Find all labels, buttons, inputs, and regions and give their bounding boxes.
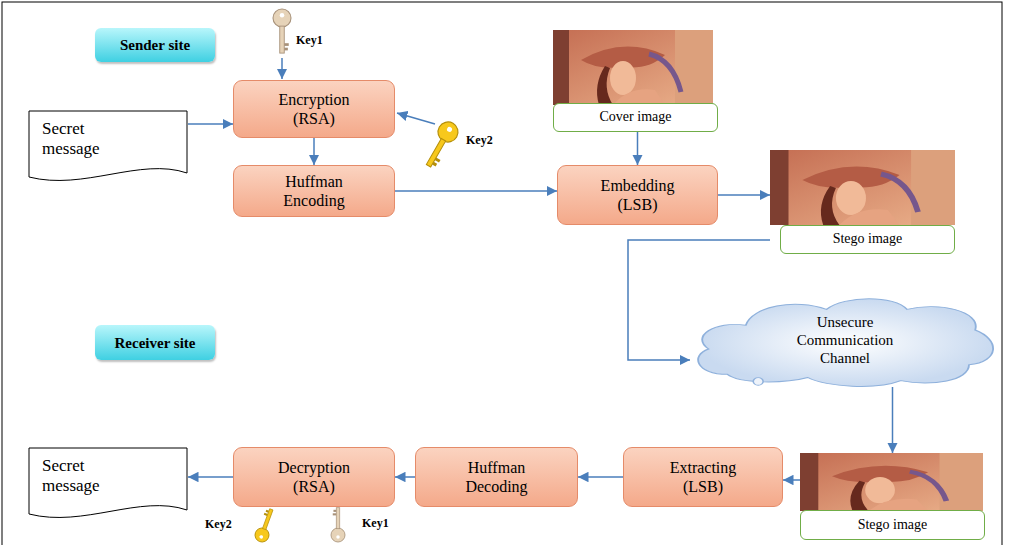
node-text: Cover image xyxy=(600,109,672,126)
cloud-outline-path xyxy=(698,299,993,387)
cloud-puff xyxy=(753,378,763,386)
stego-picture xyxy=(800,453,983,511)
site-badge: Sender site xyxy=(95,28,215,62)
site-badge: Receiver site xyxy=(95,325,215,360)
image-caption: Stego image xyxy=(800,510,985,540)
image-node: Stego image xyxy=(770,150,955,253)
frame xyxy=(2,2,1002,545)
key-icon xyxy=(420,118,462,170)
process-box: Huffman Encoding xyxy=(233,165,395,217)
image-node: Cover image xyxy=(553,30,718,130)
process-box: Huffman Decoding xyxy=(415,447,578,507)
flow-arrow xyxy=(718,194,770,196)
node-text: Stego image xyxy=(833,231,903,248)
document-outline-path xyxy=(29,111,187,180)
key-icon xyxy=(253,507,278,544)
node-text: Encryption (RSA) xyxy=(264,90,364,128)
flow-arrow xyxy=(188,476,233,478)
node-text: Secret message xyxy=(42,456,120,497)
process-box: Encryption (RSA) xyxy=(233,80,395,138)
key-icon xyxy=(331,508,345,542)
flow-arrow xyxy=(313,138,315,165)
node-text: Sender site xyxy=(120,36,190,54)
node-text: Embedding (LSB) xyxy=(588,176,688,214)
process-box: Decryption (RSA) xyxy=(233,447,395,507)
stego-picture xyxy=(770,150,955,225)
node-text: Decryption (RSA) xyxy=(264,458,364,496)
flow-arrow xyxy=(892,387,894,453)
key-label: Key1 xyxy=(296,33,323,48)
flow-arrow xyxy=(395,190,557,192)
node-text: Receiver site xyxy=(115,334,196,352)
process-box: Extracting (LSB) xyxy=(623,447,783,507)
node-text: Huffman Decoding xyxy=(447,458,547,496)
process-box: Embedding (LSB) xyxy=(557,165,718,225)
node-text: Huffman Encoding xyxy=(264,172,364,210)
flow-arrow xyxy=(637,130,639,165)
node-text: Secret message xyxy=(42,119,120,160)
flow-arrow xyxy=(395,476,415,478)
node-text: Stego image xyxy=(858,517,928,534)
node-text: Unsecure Communication Channel xyxy=(788,313,903,367)
document-outline-path xyxy=(29,448,187,517)
document-shape: Secret message xyxy=(28,110,188,187)
image-caption: Cover image xyxy=(553,103,718,132)
flow-arrow xyxy=(578,476,623,478)
flow-arrow xyxy=(783,479,800,481)
key-label: Key2 xyxy=(466,133,493,148)
image-node: Stego image xyxy=(800,453,985,540)
key-arrow xyxy=(281,58,283,79)
node-text: Extracting (LSB) xyxy=(653,458,753,496)
key-icon xyxy=(273,9,291,53)
channel-cloud: Unsecure Communication Channel xyxy=(690,292,1000,387)
key-arrow xyxy=(397,113,435,124)
key-label: Key1 xyxy=(362,516,389,531)
flow-arrow xyxy=(188,123,233,125)
image-caption: Stego image xyxy=(780,225,955,254)
cover-picture xyxy=(553,30,713,105)
document-shape: Secret message xyxy=(28,447,188,524)
key-label: Key2 xyxy=(205,517,232,532)
